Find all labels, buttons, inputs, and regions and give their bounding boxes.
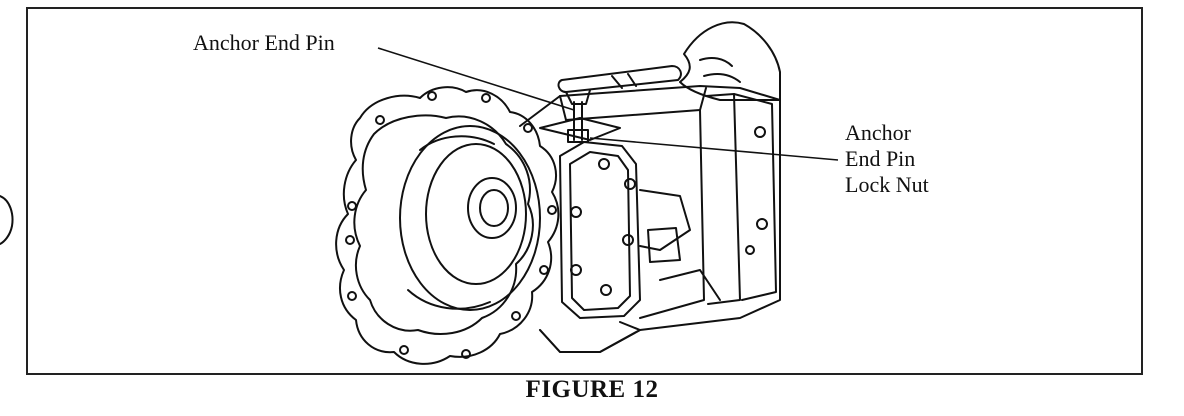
figure-frame: [26, 7, 1143, 375]
ratchet-wrench: [557, 65, 682, 93]
leader-lock-nut: [589, 137, 839, 161]
callout-anchor-end-pin: Anchor End Pin: [193, 30, 335, 55]
technician-hand: [679, 21, 781, 101]
figure-caption: FIGURE 12: [525, 376, 659, 403]
bell-housing-inner-rim: [353, 114, 534, 335]
leader-anchor-end-pin: [377, 47, 575, 111]
anchor-end-pin-lock-nut: [567, 129, 589, 143]
servo-cover: [559, 141, 641, 319]
callout-anchor-end-pin-lock-nut: Anchor End Pin Lock Nut: [845, 120, 929, 198]
bell-housing-flange: [335, 86, 560, 365]
callout-line-3: Lock Nut: [845, 172, 929, 197]
anchor-end-pin: [573, 101, 583, 141]
callout-line-1: Anchor: [845, 120, 911, 145]
converter-hub: [467, 177, 517, 239]
converter-opening-inner: [425, 143, 527, 285]
converter-hub-bore: [479, 189, 509, 227]
callout-line-2: End Pin: [845, 146, 916, 171]
converter-opening-outer: [399, 125, 541, 311]
